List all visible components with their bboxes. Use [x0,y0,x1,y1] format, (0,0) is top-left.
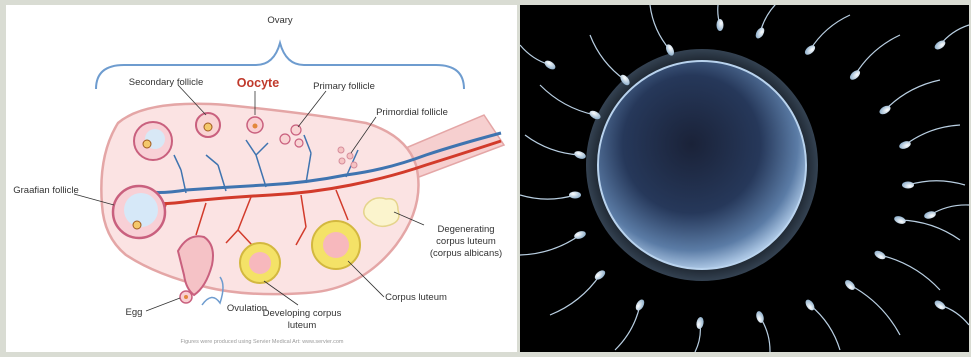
label-egg: Egg [126,307,143,318]
label-developing-corpus-luteum-line1: Developing corpus [263,308,342,319]
sperm-tail [885,80,940,110]
sperm-tail [880,255,940,290]
sperm-head [893,215,907,225]
egg-nucleus [184,295,188,299]
label-primordial-follicle: Primordial follicle [376,107,448,118]
sperm-tail [900,220,960,240]
sperm-tail [550,275,600,315]
primary-follicle [295,139,303,147]
sperm-head [634,298,646,312]
sperm-head [933,39,947,52]
label-ovary: Ovary [267,15,293,26]
developing-corpus-luteum-center [249,252,271,274]
primary-follicle [291,125,301,135]
sperm-tail [908,181,965,185]
antral-follicle-oocyte [143,140,151,148]
sperm-tail [525,135,580,155]
sperm-tail [905,125,960,145]
label-corpus-luteum: Corpus luteum [385,292,447,303]
primordial-follicle [351,162,357,168]
label-ovulation: Ovulation [227,303,267,314]
sperm-head [755,310,765,323]
sperm-head [923,210,936,220]
sperm-head [933,299,947,312]
label-graafian-follicle: Graafian follicle [13,185,78,196]
sperm-tail [520,195,575,199]
sperm-head [902,182,914,189]
ovary-diagram: Ovary [6,5,517,352]
sperm-head [717,19,724,31]
label-degenerating-corpus-luteum-line2: corpus luteum [436,236,496,247]
sperm-head [843,278,856,291]
sperm-head [543,59,557,71]
sperm-tail [850,285,900,335]
sperm-head [754,26,766,40]
sperm-head [573,150,587,161]
figure-credit: Figures were produced using Servier Medi… [181,339,344,345]
sperm-head [569,192,581,199]
sperm-head [873,249,887,261]
label-primary-follicle: Primary follicle [313,81,375,92]
label-secondary-follicle: Secondary follicle [129,77,203,88]
primordial-follicle [338,147,344,153]
primordial-follicle [339,158,345,164]
label-oocyte: Oocyte [237,76,279,90]
sperm-head [696,316,705,329]
ovary-diagram-panel: Ovary [6,5,517,352]
sperm-head [593,269,607,282]
corpus-luteum-center [323,232,349,258]
sperm-tail [540,85,595,115]
graafian-follicle-oocyte [133,221,141,229]
egg-cell [598,61,806,269]
sperm-tail [520,235,580,255]
sperm-head [804,298,816,312]
graafian-follicle-cavity [124,193,158,227]
sperm-tail [650,5,670,50]
sperm-tail [810,305,840,350]
secondary-follicle-oocyte [204,123,212,131]
sperm-tail [855,35,900,75]
sperm-head [848,68,862,81]
sperm-tail [930,205,969,215]
label-degenerating-corpus-luteum-line3: (corpus albicans) [430,248,502,259]
sperm-head [803,43,817,56]
sperm-tail [590,35,625,80]
egg-and-sperm-illustration [520,5,969,352]
oocyte-nucleus [253,124,258,129]
sperm-tail [615,305,640,350]
sperm-tail [810,15,850,50]
egg-and-sperm-photo [520,5,969,352]
label-degenerating-corpus-luteum-line1: Degenerating [437,224,494,235]
label-developing-corpus-luteum-line2: luteum [288,320,317,331]
primordial-follicle [347,153,353,159]
primary-follicle [280,134,290,144]
